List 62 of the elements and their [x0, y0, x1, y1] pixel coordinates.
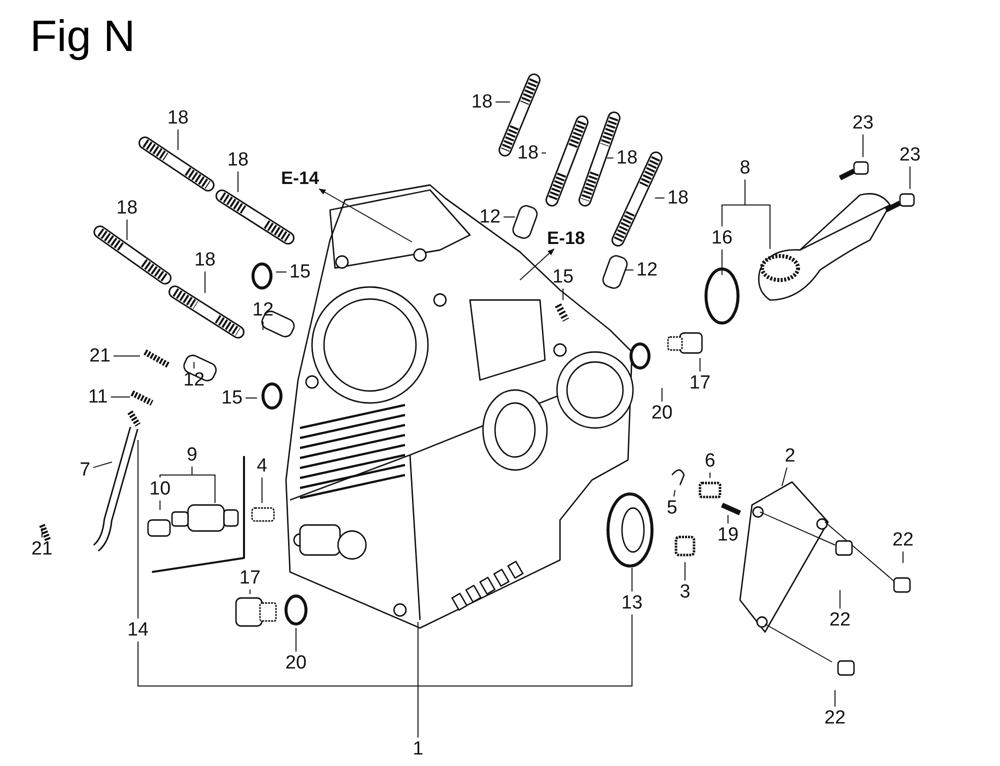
callout-number: 13 — [620, 594, 644, 612]
callout-number: 17 — [688, 374, 712, 392]
callout-number: 23 — [898, 146, 922, 164]
callout-number: 7 — [78, 460, 92, 480]
callout-number: 20 — [284, 654, 308, 672]
callout-number: 18 — [115, 198, 139, 218]
callout-number: 21 — [88, 346, 112, 366]
leader-line — [262, 321, 264, 330]
arrow — [318, 188, 412, 242]
leader-line — [541, 152, 546, 154]
callout-number: 12 — [478, 208, 502, 226]
callout-number: 20 — [650, 404, 674, 422]
callout-number: 5 — [666, 498, 678, 518]
callout-number: 21 — [30, 540, 54, 558]
callout-number: 22 — [891, 530, 915, 550]
reference-label: E-18 — [546, 229, 586, 247]
callout-number: 18 — [166, 108, 190, 128]
callout-number: 12 — [251, 300, 275, 320]
callout-number: 17 — [238, 568, 262, 588]
reference-label: E-14 — [280, 169, 320, 187]
callout-number: 15 — [288, 262, 312, 282]
callout-number: 15 — [220, 388, 244, 408]
leader-line — [110, 396, 130, 398]
leader-line — [204, 271, 206, 294]
callout-number: 23 — [851, 114, 875, 132]
callout-number: 4 — [256, 456, 268, 476]
leader-line — [834, 690, 836, 707]
figure-title: Fig N — [30, 14, 136, 60]
leader-line — [418, 614, 632, 738]
leader-line — [92, 462, 112, 468]
callout-number: 18 — [516, 144, 540, 162]
callout-number: 8 — [738, 158, 752, 178]
callout-number: 2 — [784, 446, 796, 466]
callout-number: 18 — [470, 92, 494, 112]
callout-number: 16 — [710, 228, 734, 248]
leader-line — [673, 490, 676, 497]
leader-line — [684, 562, 686, 581]
callout-number: 1 — [412, 740, 424, 758]
leader-line — [562, 288, 564, 300]
callout-number: 15 — [551, 268, 575, 286]
callout-number: 18 — [193, 250, 217, 270]
leader-line — [902, 551, 904, 564]
callout-number: 10 — [148, 480, 172, 498]
leader-line — [126, 219, 128, 240]
leader-line — [722, 179, 746, 227]
callout-number: 6 — [704, 452, 716, 470]
callout-number: 11 — [87, 388, 109, 406]
callout-number: 18 — [226, 150, 250, 170]
callout-number: 14 — [126, 620, 150, 640]
callout-number: 3 — [678, 582, 692, 602]
callout-number: 12 — [182, 370, 206, 390]
leader-line — [782, 467, 788, 486]
callout-number: 19 — [716, 526, 740, 544]
callout-number: 22 — [823, 708, 847, 728]
arrow — [520, 248, 554, 280]
callout-number: 18 — [666, 188, 690, 208]
callout-number: 12 — [635, 260, 659, 280]
callout-number: 9 — [186, 446, 198, 464]
callout-number: 18 — [615, 148, 639, 168]
callout-number: 22 — [828, 610, 852, 630]
leader-line — [503, 216, 516, 218]
leader-line — [862, 134, 864, 158]
